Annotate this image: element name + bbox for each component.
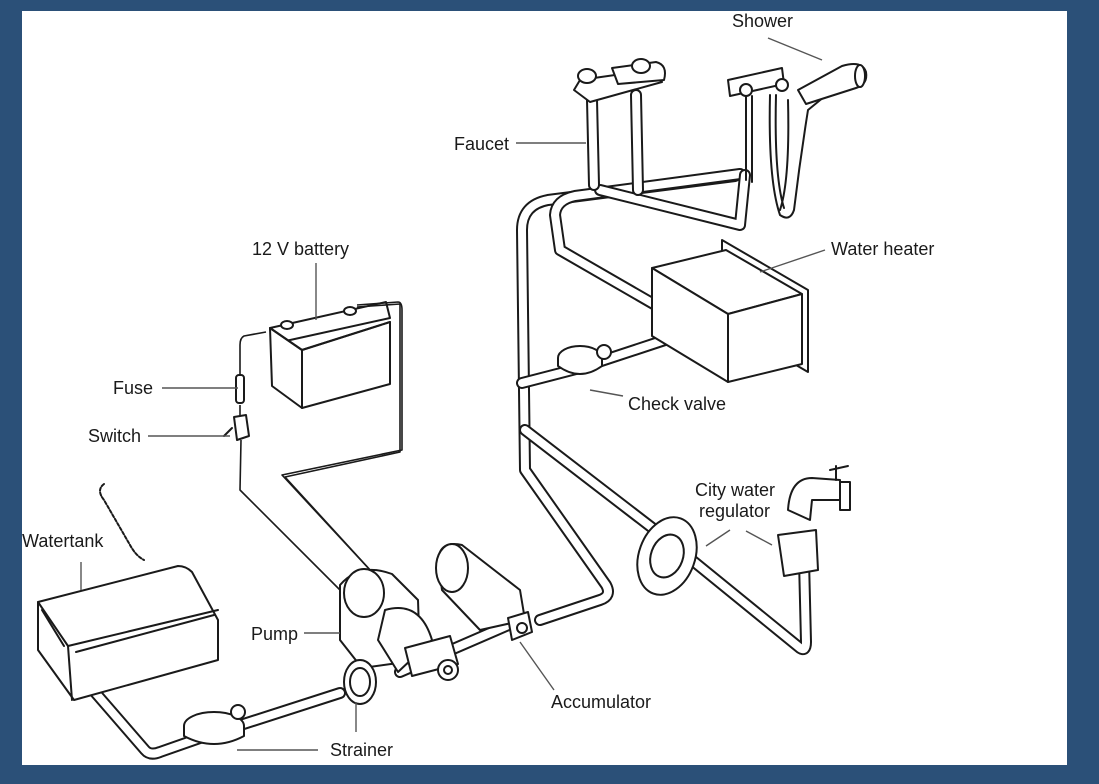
pump: [339, 568, 459, 681]
city-water-inlet: [636, 516, 698, 596]
accumulator: [435, 543, 533, 641]
label-city-water: City water: [695, 480, 775, 500]
label-regulator: regulator: [699, 501, 770, 521]
leader-lines: [80, 37, 826, 751]
fuse: [235, 374, 245, 404]
label-pump: Pump: [251, 624, 298, 644]
watertank: [37, 483, 219, 701]
label-accumulator: Accumulator: [551, 692, 651, 712]
switch: [223, 414, 250, 441]
strainer: [343, 659, 377, 705]
label-battery: 12 V battery: [252, 239, 349, 259]
label-shower: Shower: [732, 11, 793, 31]
label-switch: Switch: [88, 426, 141, 446]
label-water-heater: Water heater: [831, 239, 934, 259]
label-check-valve: Check valve: [628, 394, 726, 414]
check-valve: [557, 344, 612, 375]
water-heater: [651, 239, 809, 383]
battery: [269, 301, 391, 409]
label-watertank: Watertank: [22, 531, 104, 551]
faucet: [573, 58, 666, 103]
label-faucet: Faucet: [454, 134, 509, 154]
label-fuse: Fuse: [113, 378, 153, 398]
label-strainer: Strainer: [330, 740, 393, 760]
city-water-regulator: [777, 465, 851, 577]
inline-valve: [183, 704, 246, 745]
shower: [727, 63, 868, 219]
pipe-network: [87, 89, 812, 760]
